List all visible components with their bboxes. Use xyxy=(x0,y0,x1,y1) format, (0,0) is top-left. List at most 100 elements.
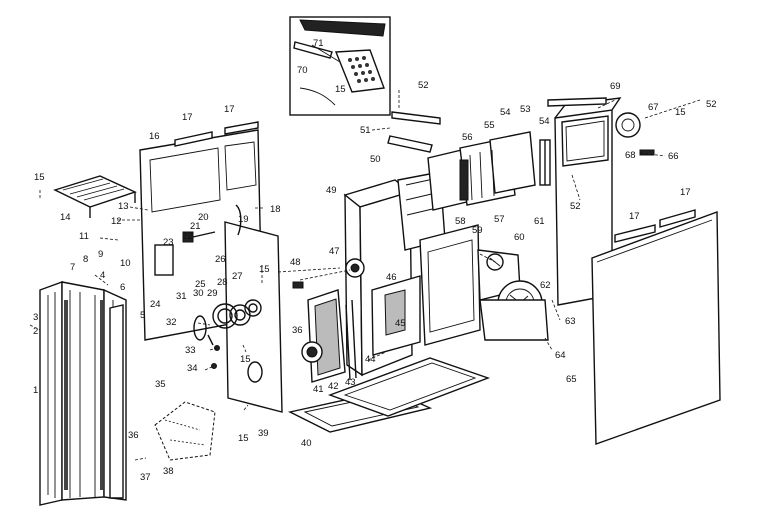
blower-assembly xyxy=(419,224,549,346)
label-59: 59 xyxy=(472,225,483,236)
label-9: 9 xyxy=(98,249,103,260)
flue-collar xyxy=(615,112,655,156)
label-45: 45 xyxy=(395,318,406,329)
label-69: 69 xyxy=(610,81,621,92)
label-12: 12 xyxy=(111,216,122,227)
label-19: 19 xyxy=(238,214,249,225)
label-32: 32 xyxy=(166,317,177,328)
filter-rack xyxy=(53,175,137,218)
label-65: 65 xyxy=(566,374,577,385)
label-48: 48 xyxy=(290,257,301,268)
label-50: 50 xyxy=(370,154,381,165)
label-58: 58 xyxy=(455,216,466,227)
panel-strips xyxy=(174,111,696,243)
label-22: 22 xyxy=(182,231,193,242)
label-46: 46 xyxy=(386,272,397,283)
label-60: 60 xyxy=(514,232,525,243)
label-31: 31 xyxy=(176,291,187,302)
label-13: 13 xyxy=(118,201,129,212)
leader-lines xyxy=(29,90,701,461)
gas-valve-assembly xyxy=(301,289,357,383)
label-47: 47 xyxy=(329,246,340,257)
label-8: 8 xyxy=(83,254,88,265)
label-10: 10 xyxy=(120,258,131,269)
label-24: 24 xyxy=(150,299,161,310)
label-23: 23 xyxy=(163,237,174,248)
label-25: 25 xyxy=(195,279,206,290)
heat-exchanger xyxy=(343,171,446,377)
label-62: 62 xyxy=(540,280,551,291)
front-door-panel xyxy=(591,211,721,445)
label-1: 1 xyxy=(33,385,38,396)
label-71: 71 xyxy=(313,38,324,49)
label-27: 27 xyxy=(232,271,243,282)
label-2: 2 xyxy=(33,326,38,337)
label-53: 53 xyxy=(520,104,531,115)
label-28: 28 xyxy=(217,277,228,288)
label-40: 40 xyxy=(301,438,312,449)
label-57: 57 xyxy=(494,214,505,225)
label-6: 6 xyxy=(120,282,125,293)
label-55: 55 xyxy=(484,120,495,131)
label-49: 49 xyxy=(326,185,337,196)
label-56: 56 xyxy=(462,132,473,143)
inset-detail xyxy=(289,16,391,116)
label-17b: 17 xyxy=(224,104,235,115)
label-5: 5 xyxy=(140,310,145,321)
label-34: 34 xyxy=(187,363,198,374)
label-52b: 52 xyxy=(570,201,581,212)
label-64: 64 xyxy=(555,350,566,361)
label-44: 44 xyxy=(365,354,376,365)
label-15f: 15 xyxy=(675,107,686,118)
label-52c: 52 xyxy=(706,99,717,110)
label-36a: 36 xyxy=(292,325,303,336)
label-16: 16 xyxy=(149,131,160,142)
label-15e: 15 xyxy=(238,433,249,444)
label-18: 18 xyxy=(270,204,281,215)
part-labels: 1 2 3 4 5 6 7 8 9 10 11 12 13 14 15 15 1… xyxy=(33,38,717,483)
label-15b: 15 xyxy=(335,84,346,95)
label-3: 3 xyxy=(33,312,38,323)
burner-assembly xyxy=(154,401,216,461)
label-15a: 15 xyxy=(34,172,45,183)
label-42: 42 xyxy=(328,381,339,392)
label-4: 4 xyxy=(100,270,105,281)
label-54b: 54 xyxy=(539,116,550,127)
base-plate xyxy=(287,357,491,433)
label-29: 29 xyxy=(207,288,218,299)
label-52a: 52 xyxy=(418,80,429,91)
small-components xyxy=(154,204,304,369)
label-39: 39 xyxy=(258,428,269,439)
label-20: 20 xyxy=(198,212,209,223)
label-33: 33 xyxy=(185,345,196,356)
label-17d: 17 xyxy=(680,187,691,198)
label-66: 66 xyxy=(668,151,679,162)
label-17c: 17 xyxy=(629,211,640,222)
label-67: 67 xyxy=(648,102,659,113)
label-38: 38 xyxy=(163,466,174,477)
label-51: 51 xyxy=(360,125,371,136)
label-7: 7 xyxy=(70,262,75,273)
label-37: 37 xyxy=(140,472,151,483)
label-21: 21 xyxy=(190,221,201,232)
label-36b: 36 xyxy=(128,430,139,441)
label-70: 70 xyxy=(297,65,308,76)
label-30: 30 xyxy=(193,288,204,299)
label-54a: 54 xyxy=(500,107,511,118)
inducer-assembly xyxy=(427,131,551,211)
label-26: 26 xyxy=(215,254,226,265)
label-14: 14 xyxy=(60,212,71,223)
label-61: 61 xyxy=(534,216,545,227)
label-15c: 15 xyxy=(259,264,270,275)
label-41: 41 xyxy=(313,384,324,395)
label-43: 43 xyxy=(345,377,356,388)
label-11: 11 xyxy=(79,231,89,242)
label-15d: 15 xyxy=(240,354,251,365)
label-68: 68 xyxy=(625,150,636,161)
label-17a: 17 xyxy=(182,112,193,123)
left-side-panel xyxy=(39,281,127,506)
label-35: 35 xyxy=(155,379,166,390)
label-63: 63 xyxy=(565,316,576,327)
